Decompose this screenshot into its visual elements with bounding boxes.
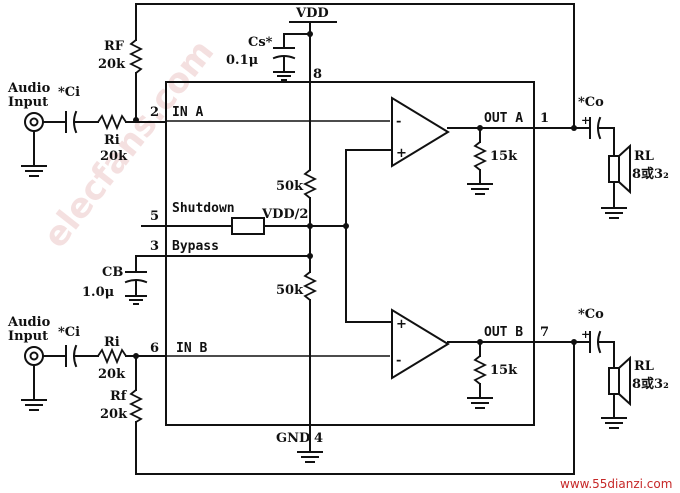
- pin-vdd-number: 8: [313, 67, 322, 82]
- junction-dot: [133, 117, 139, 123]
- opamp-a: - +: [391, 96, 450, 168]
- ci-top-label: *Ci: [58, 85, 80, 100]
- svg-text:-: -: [396, 114, 401, 129]
- speaker-top-value: 8或3₂: [632, 166, 669, 182]
- input-top-line2: Input: [8, 95, 48, 110]
- pin-shutdown-name: Shutdown: [172, 201, 235, 216]
- pin-shutdown-number: 5: [150, 209, 159, 224]
- watermark: elecfans.com: [36, 32, 223, 255]
- ri-bottom-label: Ri: [104, 335, 120, 350]
- ri-top-label: Ri: [104, 133, 120, 148]
- co-bottom-label: *Co: [578, 307, 604, 322]
- svg-text:+: +: [396, 146, 407, 161]
- cb-label: CB: [102, 265, 123, 280]
- ground-icon: [467, 397, 493, 409]
- opamp-b: + -: [391, 308, 450, 380]
- pin-in-b-name: IN B: [176, 341, 207, 356]
- speaker-bottom-label: RL: [634, 359, 654, 374]
- pin-gnd-number: 4: [314, 431, 323, 446]
- gnd-label: GND: [276, 431, 310, 446]
- pin-bypass-name: Bypass: [172, 239, 219, 254]
- ri-top-value: 20k: [100, 149, 128, 164]
- resistor-ri-top: [97, 113, 127, 131]
- rf-bottom-value: 20k: [100, 407, 128, 422]
- co-top-label: *Co: [578, 95, 604, 110]
- divider-bottom-value: 50k: [276, 283, 304, 298]
- pin-bypass-number: 3: [150, 239, 159, 254]
- shutdown-block: [231, 217, 265, 235]
- co-top-plus: +: [581, 114, 590, 127]
- ground-icon: [467, 183, 493, 195]
- load-a-value: 15k: [490, 149, 518, 164]
- ground-icon: [601, 417, 627, 429]
- mid-rail-label: VDD/2: [261, 207, 308, 222]
- ground-icon: [21, 165, 47, 177]
- ground-icon: [21, 399, 47, 411]
- input-bottom-line2: Input: [8, 329, 48, 344]
- pin-out-b-number: 7: [540, 325, 549, 340]
- pin-in-a-name: IN A: [172, 105, 203, 120]
- resistor-rf-bottom: [128, 389, 144, 423]
- speaker-bottom-icon: [608, 355, 631, 407]
- ground-icon: [601, 207, 627, 219]
- resistor-divider-bottom: [302, 271, 318, 301]
- rf-top-label: RF: [104, 39, 125, 54]
- audio-jack-bottom-icon: [24, 346, 44, 366]
- rf-top-value: 20k: [98, 57, 126, 72]
- cs-label: Cs*: [248, 35, 273, 50]
- resistor-ri-bottom: [97, 347, 127, 365]
- input-bottom-line1: Audio: [7, 315, 51, 330]
- pin-out-b-name: OUT B: [484, 325, 523, 340]
- load-b-value: 15k: [490, 363, 518, 378]
- ground-icon: [297, 451, 323, 463]
- rf-bottom-label: Rf: [110, 389, 128, 404]
- footer-url: www.55dianzi.com: [560, 477, 672, 491]
- input-top-line1: Audio: [7, 81, 51, 96]
- co-bottom-plus: +: [581, 328, 590, 341]
- ic-body: [165, 81, 535, 426]
- svg-text:-: -: [396, 353, 401, 368]
- pin-in-b-number: 6: [150, 341, 159, 356]
- capacitor-cb: [124, 255, 148, 305]
- resistor-load-a: [472, 141, 488, 171]
- cb-value: 1.0μ: [82, 285, 115, 300]
- pin-in-a-number: 2: [150, 105, 159, 120]
- capacitor-cs: [272, 47, 296, 81]
- resistor-rf-top: [128, 39, 144, 74]
- resistor-load-b: [472, 355, 488, 385]
- vdd-label: VDD: [295, 6, 329, 21]
- cs-value: 0.1μ: [226, 53, 259, 68]
- pin-out-a-number: 1: [540, 111, 549, 126]
- svg-text:+: +: [396, 317, 407, 332]
- resistor-divider-top: [302, 169, 318, 199]
- ci-bottom-label: *Ci: [58, 325, 80, 340]
- speaker-top-label: RL: [634, 149, 654, 164]
- speaker-bottom-value: 8或3₂: [632, 376, 669, 392]
- pin-out-a-name: OUT A: [484, 111, 523, 126]
- audio-jack-top-icon: [24, 112, 44, 132]
- divider-top-value: 50k: [276, 179, 304, 194]
- ri-bottom-value: 20k: [98, 367, 126, 382]
- speaker-top-icon: [608, 143, 631, 195]
